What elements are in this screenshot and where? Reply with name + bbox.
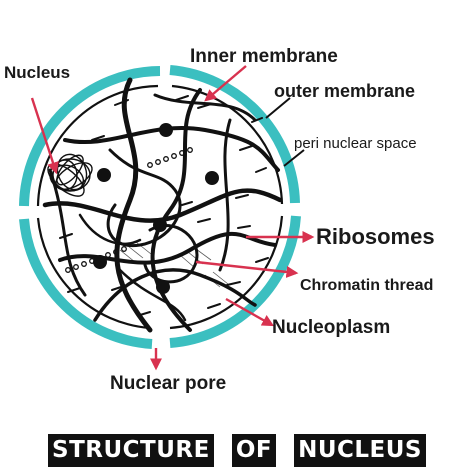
chromatin-thread-arrow: [195, 260, 299, 278]
chromatin-thread-label: Chromatin thread: [300, 277, 433, 294]
outer-membrane-label: outer membrane: [274, 81, 415, 101]
nucleus-arrow: [30, 97, 59, 175]
inner-membrane-arrow: [204, 65, 247, 102]
nucleoplasm-arrow: [225, 297, 275, 327]
pointer-lines: [265, 97, 305, 167]
perinuclear-space-label: peri nuclear space: [294, 135, 417, 152]
nucleoplasm-label: Nucleoplasm: [272, 317, 390, 338]
nucleoli-dots: [93, 123, 219, 294]
title-word-nucleus: NUCLEUS: [294, 433, 426, 467]
outer-membrane-pointer: [265, 97, 291, 119]
nucleolus-scribble: [47, 153, 93, 197]
outer-membrane: [19, 65, 301, 349]
ribosomes-label: Ribosomes: [316, 224, 435, 249]
perinuclear-space-pointer: [283, 149, 305, 167]
title-word-structure: STRUCTURE: [48, 433, 214, 467]
title-word-of: OF: [231, 433, 277, 467]
inner-membrane-label: Inner membrane: [190, 46, 338, 67]
title-banner: STRUCTURE OF NUCLEUS: [0, 426, 474, 474]
inner-membrane: [36, 84, 284, 330]
label-arrows: [30, 65, 315, 371]
ribosomes: [59, 95, 269, 316]
nuclear-pore-label: Nuclear pore: [110, 373, 226, 394]
chromatin-threads: [42, 77, 283, 333]
nucleus-label: Nucleus: [4, 63, 70, 82]
